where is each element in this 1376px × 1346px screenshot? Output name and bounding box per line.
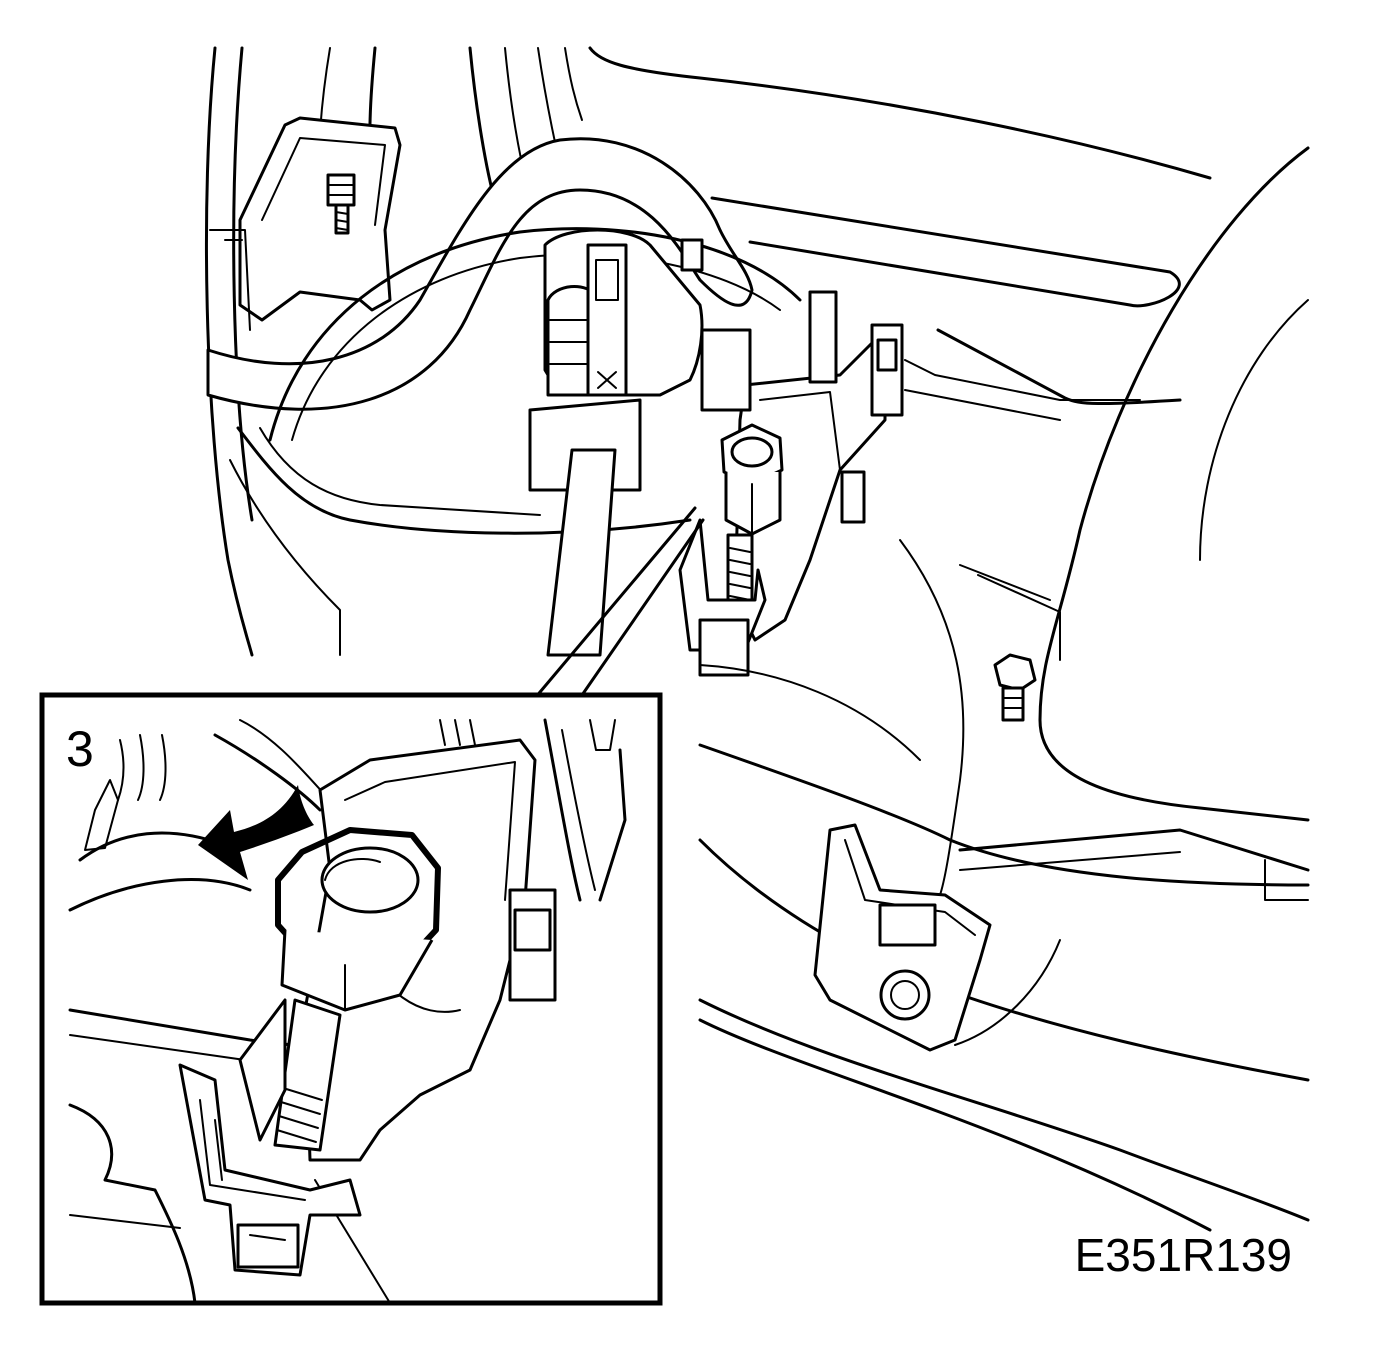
callout-lines — [533, 506, 705, 700]
right-panels — [588, 46, 1310, 822]
lower-bracket — [813, 823, 1061, 1052]
step-number: 3 — [66, 721, 94, 777]
sensor-hex — [720, 423, 784, 536]
lower-panels — [698, 539, 1310, 1232]
right-bolt — [993, 653, 1037, 722]
bracket-bolt — [326, 173, 356, 207]
fender-edges — [204, 46, 583, 657]
sensor-bracket — [700, 290, 1141, 642]
detail-inset — [39, 692, 663, 1306]
figure-code: E351R139 — [1074, 1229, 1292, 1281]
inset-thread — [238, 998, 342, 1152]
electrical-connector — [528, 228, 704, 657]
sensor-thread — [678, 518, 767, 677]
inset-hex-nut — [275, 827, 441, 1012]
bracket-bolt-lower — [879, 969, 931, 1021]
main-view — [204, 46, 1310, 1232]
connector-cable — [546, 448, 617, 657]
inset-clip — [178, 1063, 362, 1277]
upper-bracket — [209, 116, 402, 331]
rotate-counterclockwise-arrow-icon — [198, 785, 314, 880]
hose — [206, 137, 754, 411]
